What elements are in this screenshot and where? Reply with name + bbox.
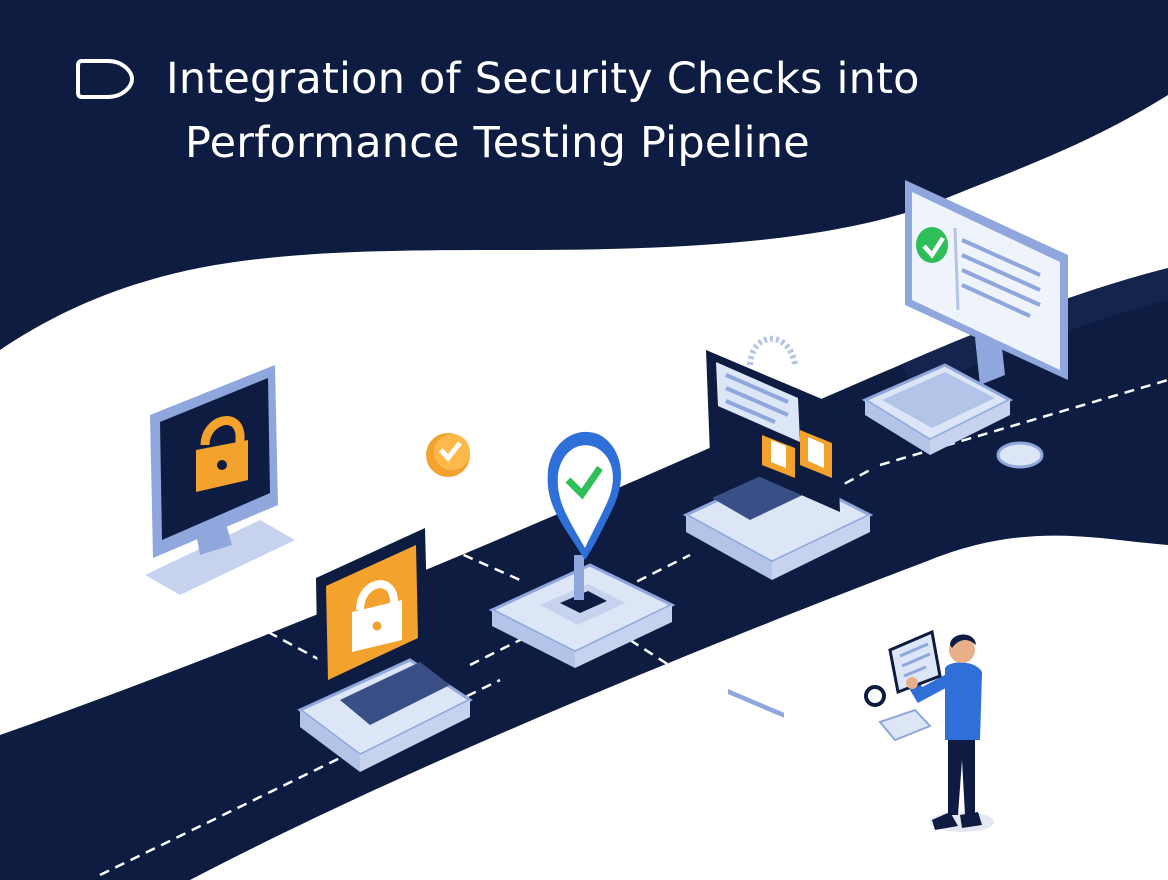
title-line-1: Integration of Security Checks into — [166, 54, 920, 104]
header-wave — [0, 0, 1168, 350]
stage-1-desktop-monitor — [145, 365, 295, 595]
person-with-tablet — [864, 629, 994, 832]
stage-4-secured-laptop — [682, 335, 874, 718]
title-block: Integration of Security Checks into Perf… — [0, 0, 1168, 200]
padlock-icon — [196, 416, 248, 492]
check-badge-icon — [439, 441, 462, 462]
checkmark-icon — [916, 227, 948, 263]
title-line-2: Performance Testing Pipeline — [185, 118, 810, 168]
play-outline-icon — [76, 59, 134, 99]
stage-2-laptop-station — [297, 528, 473, 772]
stage-5-results-monitor — [861, 180, 1068, 469]
padlock-icon — [352, 580, 402, 652]
stage-3-checkpoint-base — [488, 431, 676, 668]
mouse — [996, 441, 1044, 469]
marker-check-badge — [426, 433, 470, 477]
padlock-icon — [762, 430, 832, 478]
checkmark-pin-icon — [547, 431, 622, 560]
